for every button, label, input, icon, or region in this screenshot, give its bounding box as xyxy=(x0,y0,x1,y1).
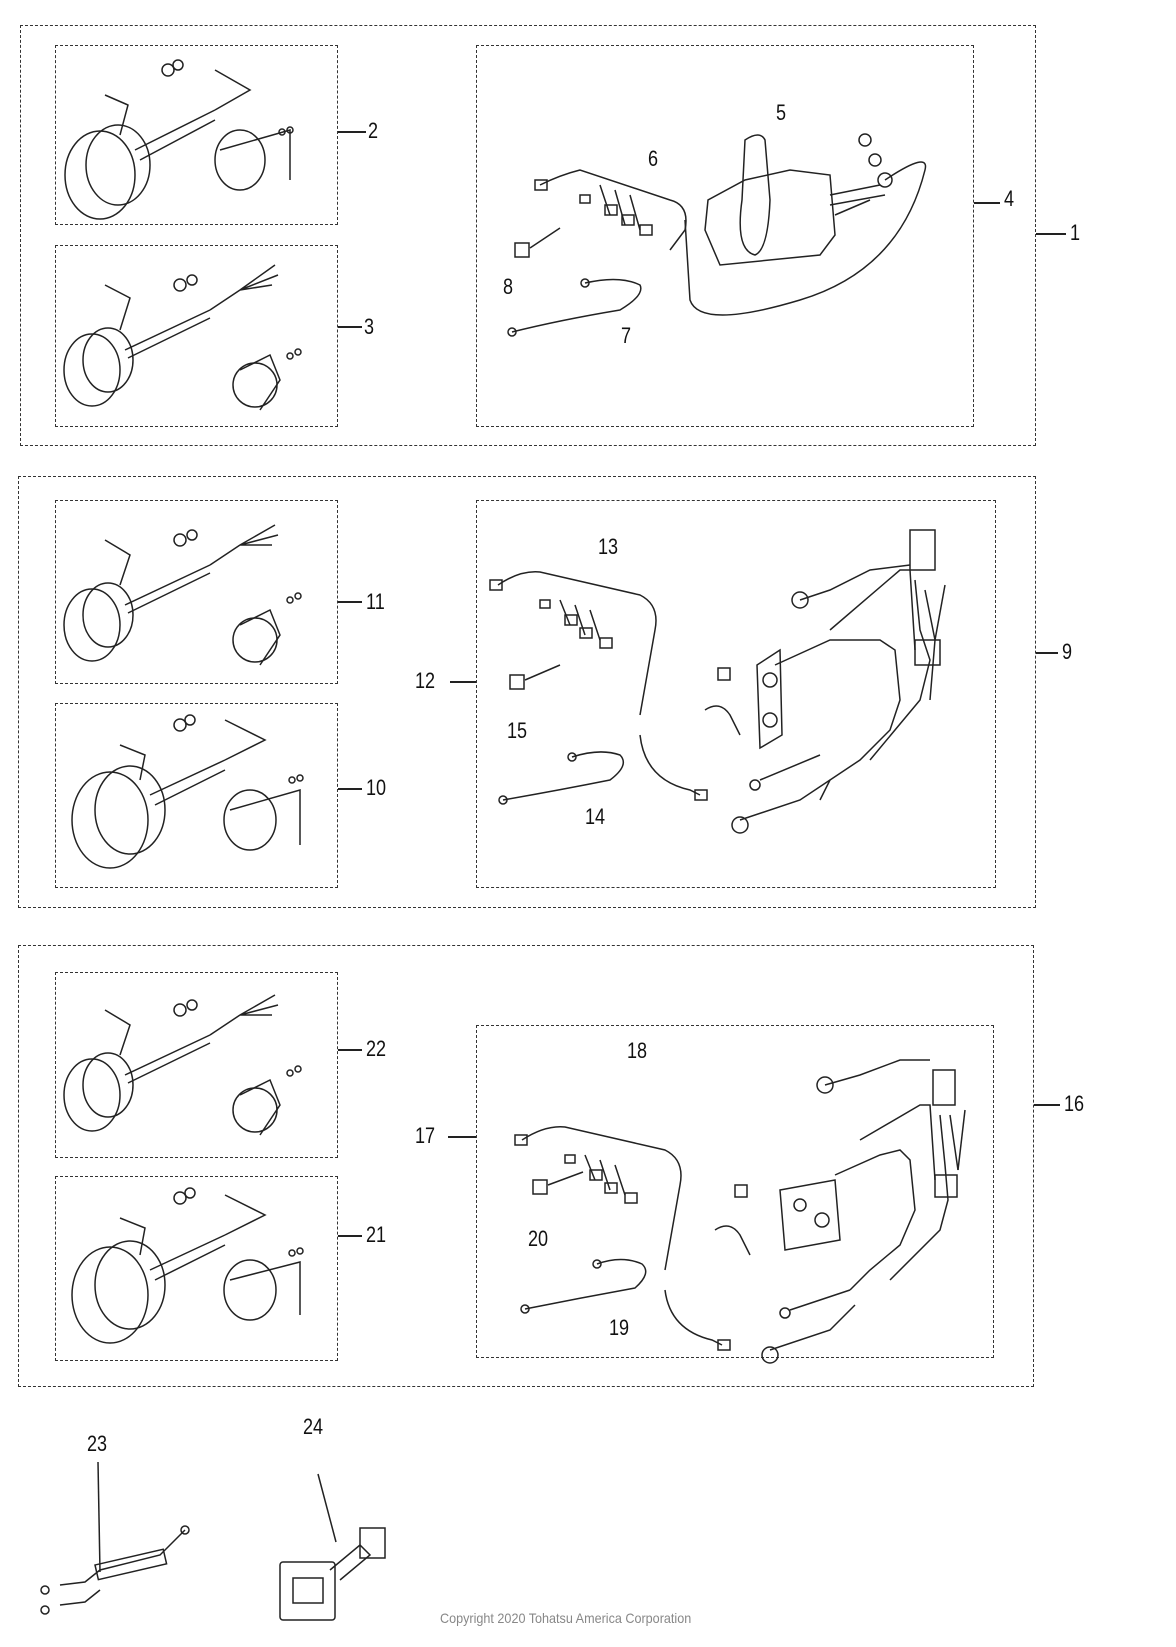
group-box-2 xyxy=(55,45,338,225)
cord-23 xyxy=(40,1461,190,1615)
group-box-22 xyxy=(55,972,338,1158)
cord-14 xyxy=(498,751,625,805)
tachometer-gauge-21 xyxy=(71,1187,304,1344)
trim-gauge-11 xyxy=(63,524,302,666)
callout-1: 1 xyxy=(1070,220,1081,245)
callout-12: 12 xyxy=(415,668,436,693)
switch-panel-24 xyxy=(279,1473,386,1621)
tachometer-gauge-2 xyxy=(64,59,294,220)
callout-18: 18 xyxy=(627,1038,648,1063)
trim-gauge-3 xyxy=(63,264,302,411)
tachometer-gauge-10 xyxy=(71,714,304,869)
callout-22: 22 xyxy=(366,1036,387,1061)
callout-6: 6 xyxy=(648,146,659,171)
group-box-12 xyxy=(476,500,996,888)
callout-10: 10 xyxy=(366,775,387,800)
callout-11: 11 xyxy=(366,589,385,614)
group-box-10 xyxy=(55,703,338,888)
harness-6 xyxy=(534,169,687,251)
copyright-text: Copyright 2020 Tohatsu America Corporati… xyxy=(440,1610,692,1626)
harness-13 xyxy=(489,571,708,801)
group-box-9 xyxy=(18,476,1036,908)
remote-control-box-5 xyxy=(684,133,927,316)
key-switch-panel-16 xyxy=(714,1059,966,1364)
switch-8 xyxy=(514,227,561,258)
switch-15 xyxy=(509,664,561,690)
callout-16: 16 xyxy=(1064,1091,1085,1116)
cord-19 xyxy=(520,1258,647,1314)
callout-3: 3 xyxy=(364,314,375,339)
callout-8: 8 xyxy=(503,274,514,299)
callout-13: 13 xyxy=(598,534,619,559)
cord-7 xyxy=(507,278,642,337)
group-box-3 xyxy=(55,245,338,427)
group-box-4 xyxy=(476,45,974,427)
callout-9: 9 xyxy=(1062,639,1073,664)
group-box-1 xyxy=(20,25,1036,446)
callout-5: 5 xyxy=(776,100,787,125)
group-box-17 xyxy=(476,1025,994,1358)
callout-21: 21 xyxy=(366,1222,387,1247)
callout-19: 19 xyxy=(609,1315,630,1340)
switch-20 xyxy=(532,1171,584,1195)
callout-15: 15 xyxy=(507,718,528,743)
group-box-21 xyxy=(55,1176,338,1361)
callout-23: 23 xyxy=(87,1431,108,1456)
trim-gauge-22 xyxy=(63,994,302,1136)
callout-17: 17 xyxy=(415,1123,436,1148)
callout-4: 4 xyxy=(1004,186,1015,211)
group-box-16 xyxy=(18,945,1034,1387)
key-switch-panel-9 xyxy=(704,529,946,834)
callout-24: 24 xyxy=(303,1414,324,1439)
group-box-11 xyxy=(55,500,338,684)
callout-14: 14 xyxy=(585,804,606,829)
callout-7: 7 xyxy=(621,323,632,348)
callout-20: 20 xyxy=(528,1226,549,1251)
harness-18 xyxy=(514,1126,731,1351)
callout-2: 2 xyxy=(368,118,379,143)
